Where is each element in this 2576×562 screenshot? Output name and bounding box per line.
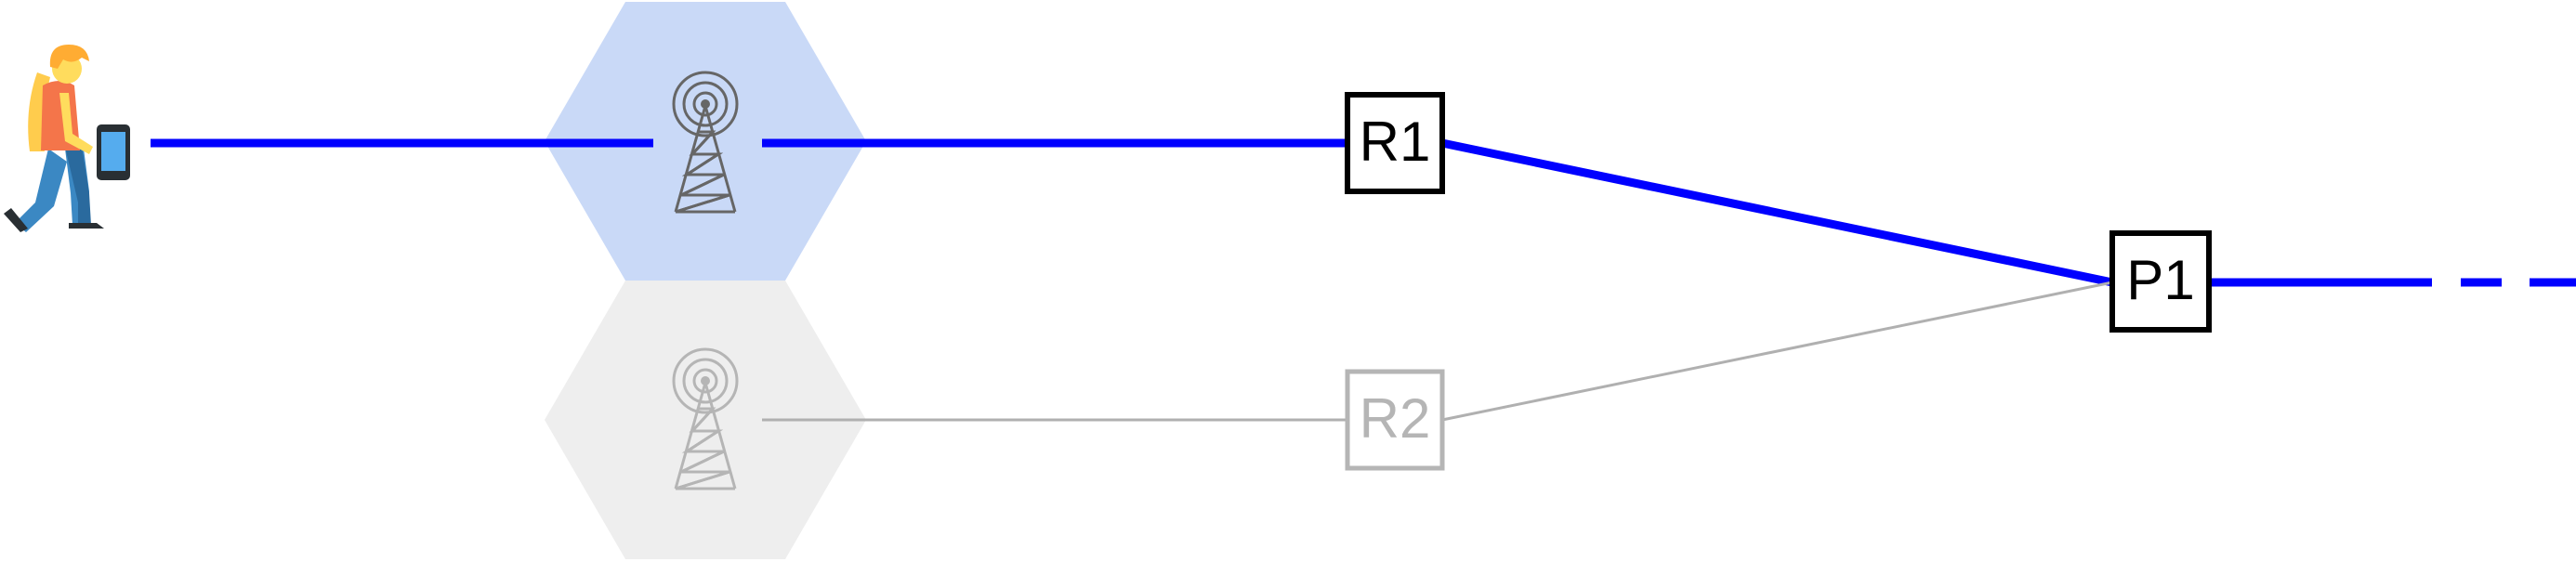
cell-tower-icon [672,71,739,214]
router-node-r2[interactable]: R2 [1345,369,1445,471]
node-p1[interactable]: P1 [2109,230,2212,333]
link-r2-to-p1 [1441,281,2113,422]
cell-tower-icon [672,347,739,490]
router-label-r2: R2 [1360,387,1431,450]
person-walking-with-phone-icon [4,45,130,232]
node-label-p1: P1 [2126,249,2194,311]
inactive-cell-hexagon [545,281,866,559]
router-label-r1: R1 [1360,111,1431,173]
link-r1-to-p1 [1441,138,2113,287]
router-node-r1[interactable]: R1 [1345,92,1445,194]
